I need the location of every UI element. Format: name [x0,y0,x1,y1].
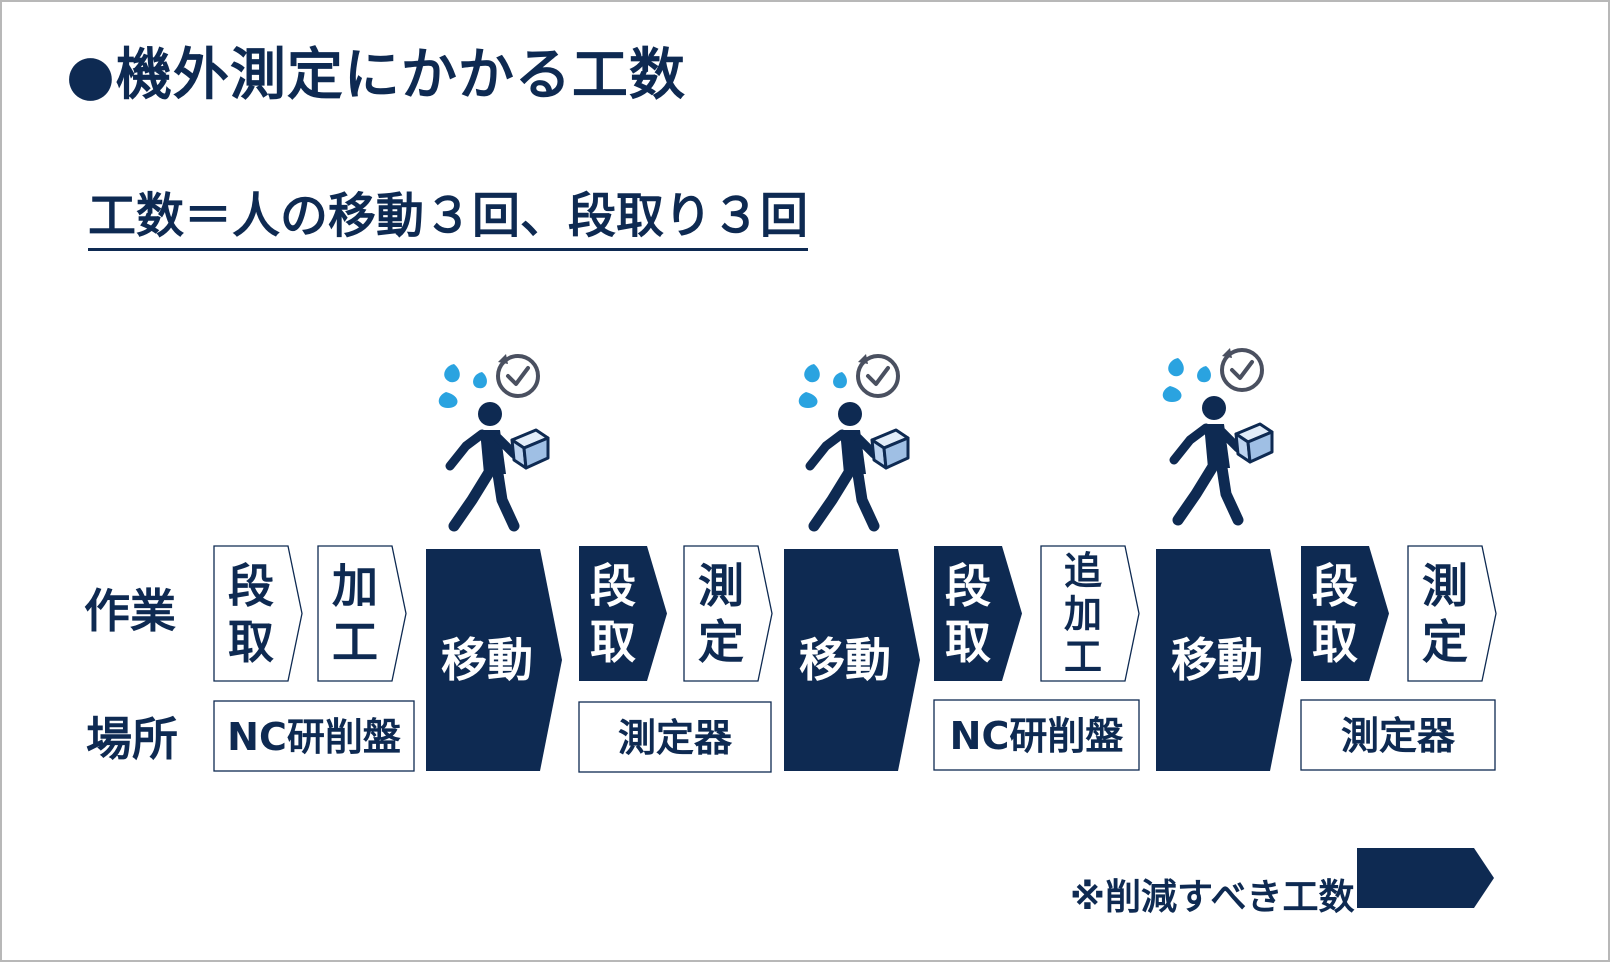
step-7: 段取 [934,546,1022,681]
step-6-move: 移動 [784,549,920,771]
step-label: 追加工 [1064,549,1102,679]
step-label: 段取 [945,559,991,669]
legend-label: ※削減すべき工数 [1070,877,1355,918]
walker-group-3 [1162,348,1274,526]
place-label: 測定器 [1341,714,1456,758]
sweat-drops-icon [1162,358,1211,402]
clock-icon [1220,348,1264,392]
place-label: NC研削盤 [227,715,401,759]
step-arrow-shape [1407,545,1497,682]
step-arrow-shape [784,549,920,771]
carried-box-icon [1234,422,1274,464]
step-arrow-shape [213,545,303,682]
place-box: NC研削盤 [213,700,415,772]
step-2: 加工 [317,545,407,682]
legend-arrow-swatch [1357,848,1494,908]
step-4: 段取 [579,546,667,681]
step-label: 加工 [332,559,378,669]
carried-box-icon [510,428,550,470]
page-subtitle: 工数＝人の移動３回、段取り３回 [88,188,809,251]
sweat-drops-icon [438,364,487,408]
step-11: 測定 [1407,545,1497,682]
step-arrow-shape [683,545,773,682]
step-arrow-shape [1040,545,1140,682]
step-arrow-shape [1156,549,1292,771]
step-10: 段取 [1301,546,1389,681]
step-label: 移動 [441,633,533,687]
walker-group-2 [798,354,910,532]
walking-person-carrying-box-icon [805,402,891,532]
step-8: 追加工 [1040,545,1140,682]
step-9-move: 移動 [1156,549,1292,771]
step-label: 測定 [698,559,744,669]
walker-group-1 [438,354,550,532]
step-arrow-shape [579,546,667,681]
step-arrow-shape [317,545,407,682]
place-label: NC研削盤 [950,714,1124,758]
walking-person-carrying-box-icon [445,402,531,532]
place-box: NC研削盤 [933,699,1140,771]
clock-icon [496,354,540,398]
step-label: 段取 [590,559,636,669]
step-label: 移動 [1171,633,1263,687]
step-label: 測定 [1422,559,1468,669]
step-arrow-shape [934,546,1022,681]
row-label-place: 場所 [86,712,178,766]
step-5: 測定 [683,545,773,682]
clock-icon [856,354,900,398]
sweat-drops-icon [798,364,847,408]
place-box: 測定器 [578,701,772,773]
step-label: 段取 [1312,559,1358,669]
step-label: 段取 [228,559,274,669]
page-title: ●機外測定にかかる工数 [66,43,686,108]
place-label: 測定器 [618,716,733,760]
place-box: 測定器 [1300,699,1496,771]
step-3-move: 移動 [426,549,562,771]
walking-person-carrying-box-icon [1169,396,1255,526]
step-label: 移動 [799,633,891,687]
row-label-work: 作業 [84,584,176,638]
step-arrow-shape [426,549,562,771]
step-1: 段取 [213,545,303,682]
step-arrow-shape [1301,546,1389,681]
carried-box-icon [870,428,910,470]
